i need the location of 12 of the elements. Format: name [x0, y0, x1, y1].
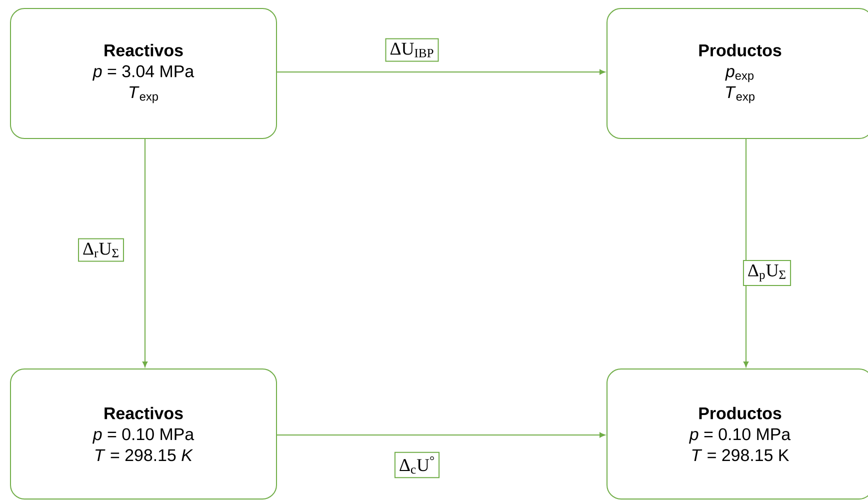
state-box: Productos p = 0.10 MPa T = 298.15 K: [606, 368, 868, 500]
arrow: [276, 432, 606, 438]
edge-label: Δ$_{c}$U$^{°}$: [394, 452, 440, 478]
state-box: Reactivos p = 0.10 MPa T = 298.15 K: [10, 368, 277, 500]
edge-label: ΔU$_{IBP}$: [385, 38, 439, 62]
state-box: Reactivos p = 3.04 MPa T$_{exp}$: [10, 8, 277, 139]
edge-label: Δ$_{r}$U$_{Σ}$: [78, 238, 124, 262]
arrow: [276, 69, 606, 75]
state-box: Productos p$_{exp}$ T$_{exp}$: [606, 8, 868, 139]
arrow: [743, 138, 749, 368]
edge-label: Δ$_{p}$U$_{Σ}$: [742, 260, 792, 286]
arrow: [142, 138, 148, 368]
